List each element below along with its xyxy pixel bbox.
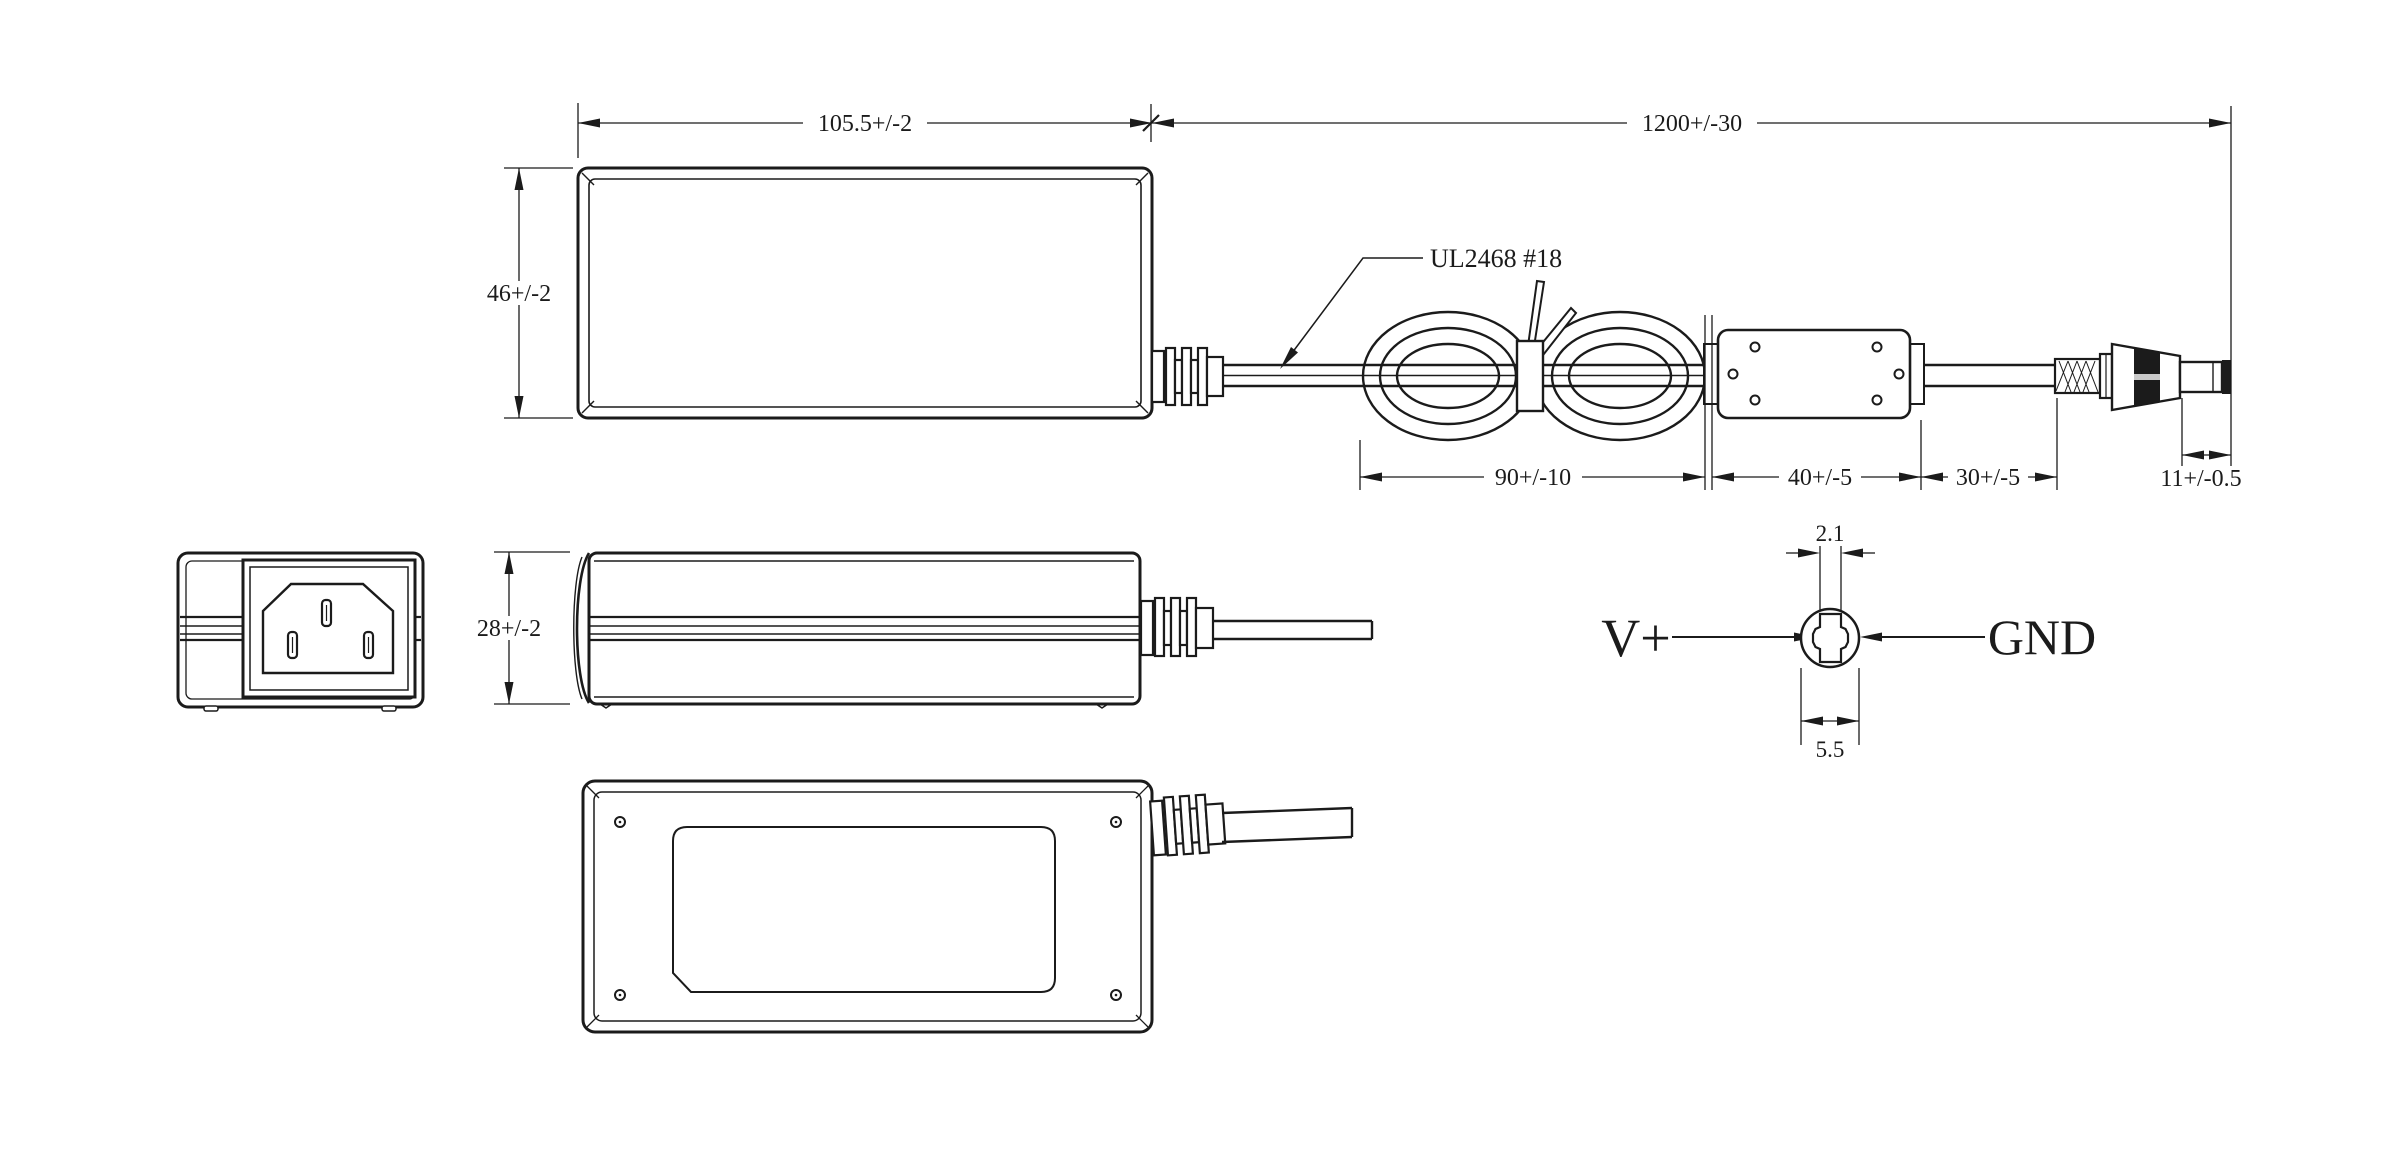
dim-case-height-text: 28+/-2: [477, 616, 541, 642]
output-cable: [1223, 363, 1707, 388]
dim-coil-section-text: 90+/-10: [1495, 465, 1571, 491]
bottom-view-strain-relief: [1148, 793, 1354, 857]
dim-plug-length-text: 11+/-0.5: [2160, 466, 2241, 492]
dim-case-width: 46+/-2: [480, 167, 573, 419]
coil-tie: [1515, 339, 1545, 413]
plug-barrel: [2178, 360, 2224, 394]
gnd-arrowhead: [1860, 632, 1882, 642]
plug-grip-hatch: [2055, 360, 2099, 393]
dim-lead-section-text: 30+/-5: [1956, 465, 2020, 491]
side-view-strain-relief: [1139, 596, 1374, 658]
dim-cable-length: 1200+/-30: [1152, 106, 2232, 466]
dim-lead-section: 30+/-5: [1921, 398, 2058, 491]
cable-spec-label: UL2468 #18: [1430, 244, 1562, 273]
dim-plug-pin-width-text: 2.1: [1816, 521, 1845, 546]
dim-case-height: 28+/-2: [470, 551, 570, 705]
dim-case-width-text: 46+/-2: [487, 281, 551, 307]
label-area: [672, 826, 1056, 993]
coil-tie-ribbon: [1526, 279, 1546, 349]
bottom-view-case: [581, 779, 1154, 1034]
dim-ferrite-section: 40+/-5: [1712, 420, 1922, 491]
side-view-case: [573, 551, 1142, 709]
top-view-strain-relief: [1150, 346, 1225, 407]
polarity-diagram: V+ GND 2.1 5.5: [1601, 521, 2096, 762]
dim-ferrite-section-text: 40+/-5: [1788, 465, 1852, 491]
ferrite-bead: [1703, 328, 2056, 420]
dim-case-length-text: 105.5+/-2: [818, 111, 912, 137]
dc-plug: [2053, 342, 2231, 412]
cable-coil: [1361, 279, 1707, 442]
dim-plug-length: 11+/-0.5: [2151, 398, 2251, 492]
top-view-case: [576, 166, 1154, 420]
iec-c14-face: [261, 582, 395, 675]
dim-coil-section: 90+/-10: [1359, 315, 1713, 491]
dim-plug-pin-width: 2.1: [1786, 521, 1875, 610]
dim-case-length: 105.5+/-2: [577, 103, 1160, 158]
polarity-positive-label: V+: [1601, 608, 1670, 668]
leader-arrowhead: [1280, 347, 1298, 369]
cable-spec-callout: UL2468 #18: [1280, 244, 1562, 369]
dim-plug-barrel-diameter: 5.5: [1800, 668, 1860, 762]
plug-pin-cross-section: [1811, 612, 1850, 664]
dim-cable-length-text: 1200+/-30: [1642, 111, 1742, 137]
iec-inlet-view: [176, 551, 425, 712]
polarity-ground-label: GND: [1988, 609, 2096, 665]
plug-tip: [2222, 360, 2231, 394]
dim-plug-barrel-diameter-text: 5.5: [1816, 737, 1845, 762]
